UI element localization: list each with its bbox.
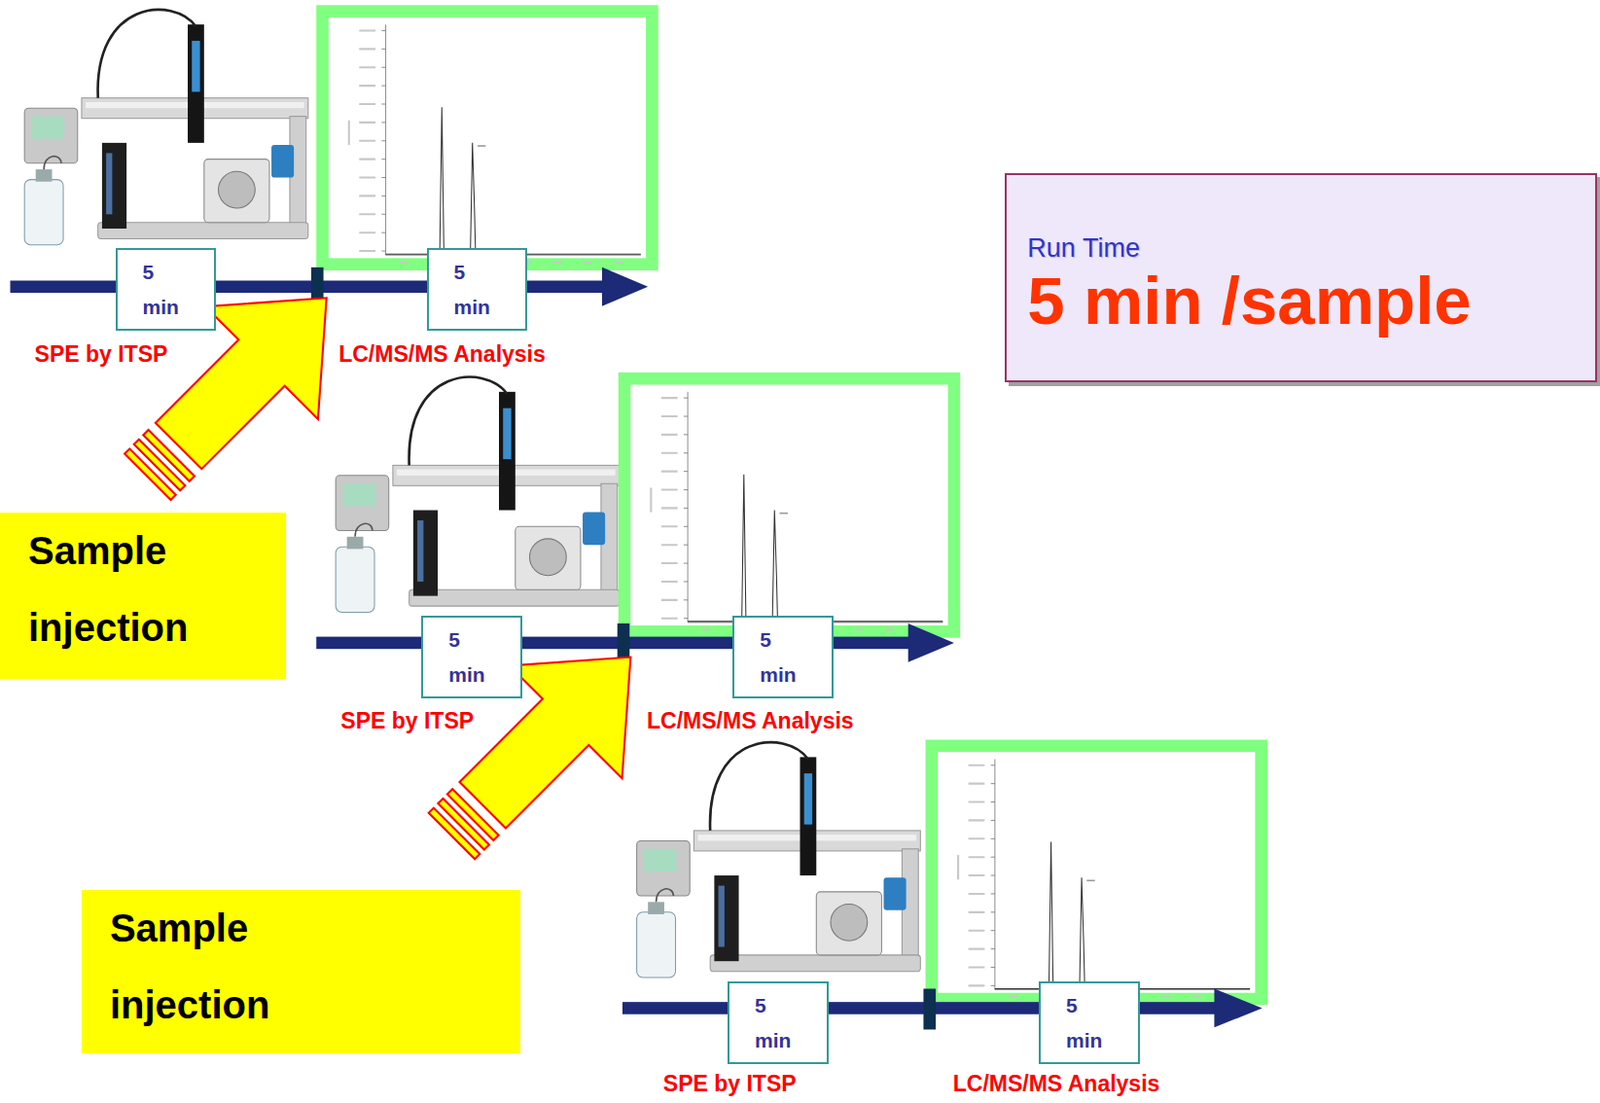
- spe-instrument: [637, 742, 922, 978]
- timeline-head: [908, 623, 955, 663]
- run-time-box: Run Time5 min /sample: [1004, 173, 1597, 383]
- box-text: 5 min: [759, 622, 796, 693]
- chromatogram: [624, 378, 955, 632]
- box-text: 5 min: [454, 254, 491, 325]
- spe-instrument: [335, 377, 620, 613]
- step-label: LC/MS/MS Analysis: [644, 708, 856, 734]
- chromatogram: [322, 11, 653, 265]
- box-text: Run Time: [1027, 231, 1573, 265]
- callout-box: Sample injection: [81, 889, 521, 1054]
- step-label: LC/MS/MS Analysis: [336, 341, 548, 367]
- duration-box: 5 min: [727, 981, 829, 1065]
- box-text: 5 min: [754, 988, 791, 1059]
- step-label: SPE by ITSP: [338, 708, 476, 734]
- step-label: SPE by ITSP: [33, 341, 171, 367]
- box-text: 5 min: [142, 254, 179, 325]
- timeline-head: [602, 267, 648, 307]
- callout-box: Sample injection: [0, 512, 286, 679]
- duration-box: 5 min: [1038, 981, 1140, 1065]
- chromatogram: [931, 746, 1262, 999]
- duration-box: 5 min: [426, 248, 529, 331]
- box-text: 5 min: [448, 622, 485, 693]
- duration-box: 5 min: [421, 615, 523, 699]
- duration-box: 5 min: [732, 615, 834, 699]
- step-label: SPE by ITSP: [661, 1070, 799, 1097]
- box-value: 5 min /sample: [1027, 264, 1573, 339]
- box-text: 5 min: [1066, 988, 1103, 1059]
- box-text: Sample injection: [28, 512, 188, 667]
- step-label: LC/MS/MS Analysis: [951, 1070, 1163, 1097]
- duration-box: 5 min: [115, 248, 217, 331]
- box-text: Sample injection: [109, 889, 270, 1044]
- spe-instrument: [24, 9, 309, 246]
- timeline-marker: [923, 989, 936, 1031]
- timeline-head: [1213, 989, 1262, 1029]
